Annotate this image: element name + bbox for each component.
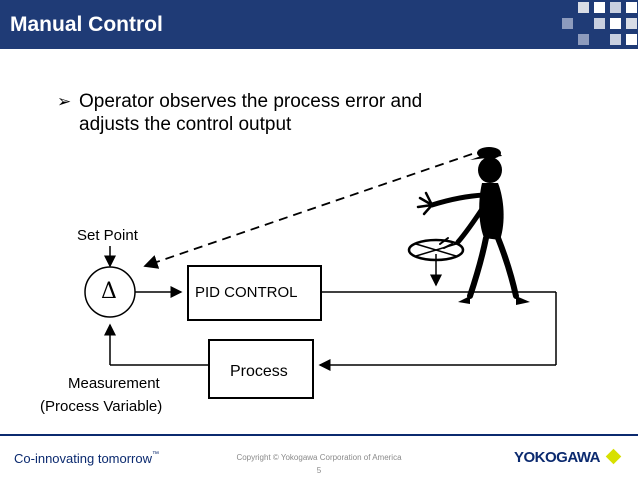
- slide-header: Manual Control: [0, 0, 638, 49]
- footer-divider: [0, 434, 638, 436]
- measurement-label: Measurement: [68, 375, 160, 392]
- operator-stick-figure: [416, 147, 530, 305]
- summing-symbol: Δ: [101, 279, 117, 304]
- decorative-squares-icon: [562, 2, 637, 45]
- page-number: 5: [316, 466, 322, 475]
- slide-title: Manual Control: [10, 13, 163, 36]
- tagline-text: Co-innovating tomorrow: [14, 451, 153, 466]
- arrow-bullet-icon: ➢: [57, 92, 72, 111]
- observation-dashed-line: [143, 153, 473, 269]
- process-variable-label: (Process Variable): [40, 398, 163, 415]
- pid-control-box: [187, 265, 322, 321]
- pid-control-label: PID CONTROL: [195, 284, 298, 301]
- set-point-label: Set Point: [77, 227, 138, 244]
- footer-tagline: Co-innovating tomorrow™: [14, 451, 159, 466]
- trademark-mark: ™: [152, 451, 160, 458]
- yokogawa-logo: YOKOGAWA: [514, 449, 601, 466]
- handwheel-icon: [407, 237, 465, 262]
- footer-copyright: Copyright © Yokogawa Corporation of Amer…: [236, 453, 402, 462]
- bullet-text: Operator observes the process error and …: [79, 91, 423, 135]
- process-box: [208, 339, 314, 399]
- process-label: Process: [230, 363, 288, 380]
